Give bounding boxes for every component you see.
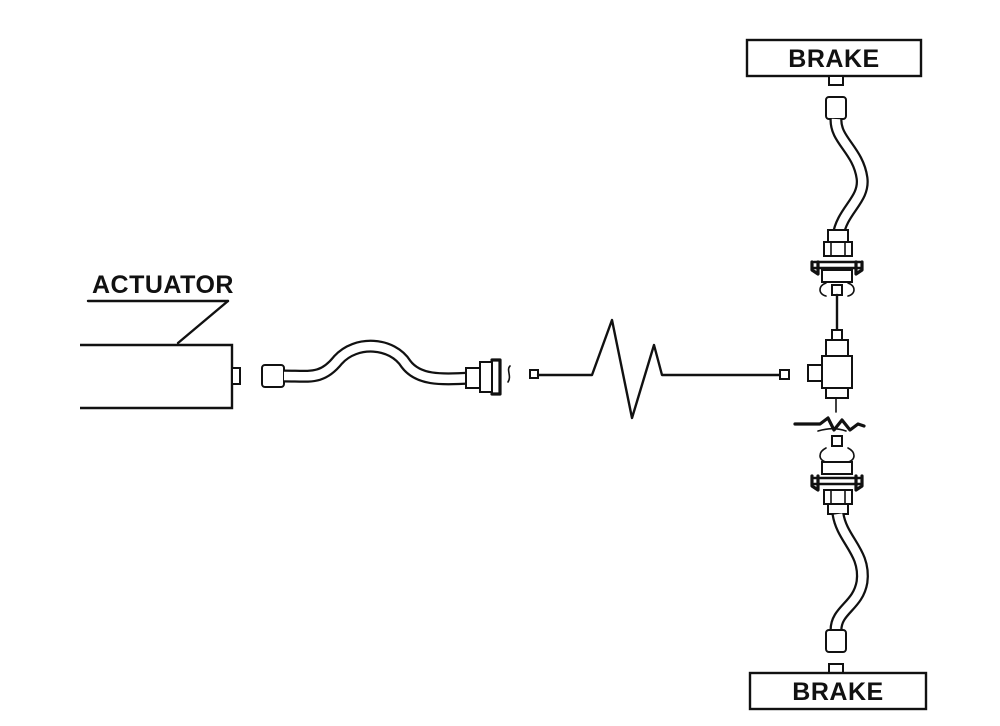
lower-brake-hose [810,435,869,653]
tee-fitting [807,339,853,413]
steel-line-with-break [536,318,782,420]
steel-line-right-nut [779,369,790,380]
actuator-hose [261,339,511,396]
tee-upper-nut [831,329,843,341]
lower-tube-nut [831,435,843,447]
upper-hose-hex [823,241,853,257]
tee-lower-port [825,387,849,399]
brake-bottom: BRAKE [748,663,928,711]
brake-bottom-box [748,671,928,711]
actuator-leader-line [176,299,230,345]
actuator-label: ACTUATOR [92,271,234,299]
actuator-hose-crimp [465,367,481,389]
upper-hose-crimp [827,229,849,243]
actuator-hose-hex [479,361,493,393]
tee-body [821,355,853,389]
actuator-hose-end-fitting [261,364,285,388]
steel-line-left-nut [529,369,539,379]
lower-hose-end-fitting [825,629,847,653]
actuator-hose-bracket [490,358,502,396]
upper-hose-end-fitting [825,96,847,120]
actuator-outlet-port [231,367,241,385]
brake-top: BRAKE [745,38,923,86]
upper-hose-nut [821,269,853,283]
lower-break-symbol [793,416,866,432]
steel-brake-line [529,318,790,420]
upper-bracket [812,260,862,270]
brake-bottom-label: BRAKE [792,678,883,706]
actuator-body [80,343,234,410]
upper-brake-hose [810,96,869,297]
tee-side-port [807,364,823,382]
tee-upper-port [825,339,849,357]
brake-top-label: BRAKE [788,45,879,73]
lower-bracket [812,476,862,486]
actuator: ACTUATOR [80,271,241,410]
brake-top-port [828,75,844,86]
lower-hose-hex [823,489,853,505]
lower-hose-nut [821,461,853,475]
brake-bottom-port [828,663,844,674]
upper-tube-nut [831,284,843,296]
lower-hose-crimp [827,503,849,515]
